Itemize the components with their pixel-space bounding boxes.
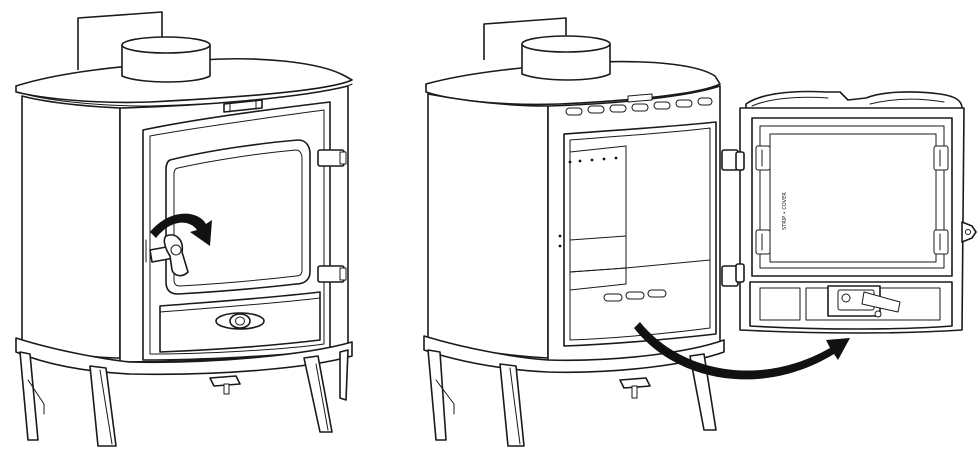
- flue-collar: [121, 44, 211, 83]
- air-vent-slots: [565, 93, 713, 116]
- firebox-rivets: [558, 156, 618, 248]
- open-door: STRIP • COVER: [735, 90, 977, 334]
- bottom-lever-right: [619, 377, 651, 399]
- door-handle: [145, 234, 189, 277]
- door-glass-inside: [769, 133, 937, 263]
- stove-legs-right: [427, 349, 717, 447]
- stove-closed: [15, 11, 353, 447]
- door-latch-mechanism: [827, 285, 901, 318]
- door-glass: [165, 139, 311, 295]
- glass-clips: [755, 145, 949, 255]
- door-hinge-pins: [735, 151, 745, 283]
- rotate-arrow-icon: [150, 213, 212, 246]
- firebox-opening: [563, 121, 717, 347]
- swing-arrow-icon: [634, 322, 850, 380]
- air-control-knob: [215, 312, 265, 330]
- door-hinges: [317, 149, 347, 283]
- grate-slots: [603, 289, 667, 302]
- door-handle-knob: [961, 221, 977, 243]
- bottom-lever: [209, 375, 241, 395]
- door-top-bar: [745, 90, 963, 113]
- stove-legs: [19, 349, 349, 447]
- stove-open: STRIP • COVER: [423, 17, 977, 447]
- body-side: [21, 95, 121, 359]
- body-side-right: [427, 93, 549, 359]
- door-plate-text: STRIP • COVER: [782, 192, 788, 230]
